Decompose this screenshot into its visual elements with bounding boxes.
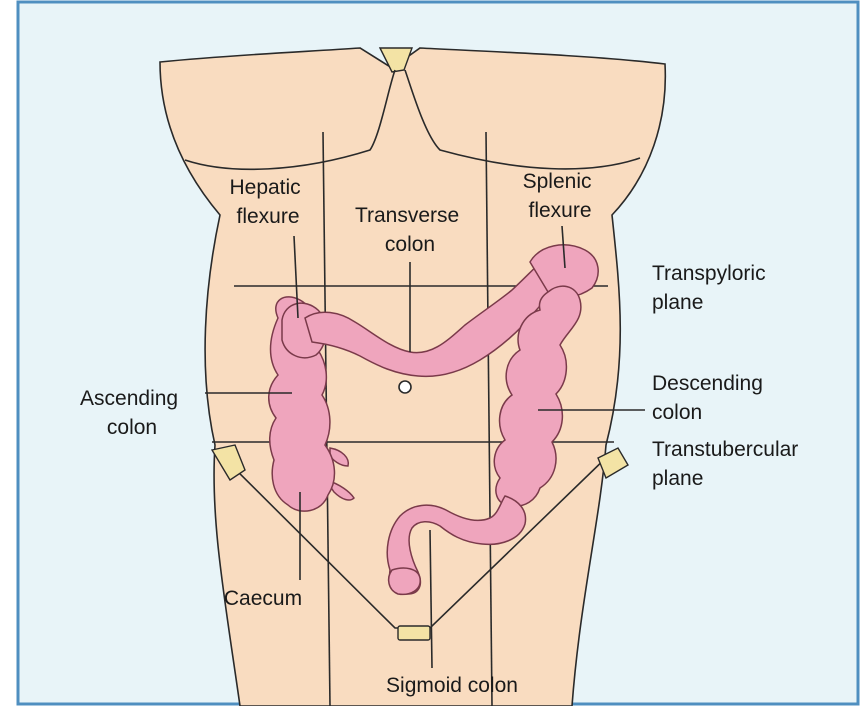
umbilicus [399, 381, 411, 393]
pubic-symphysis [398, 626, 430, 640]
rectal-stump [389, 568, 421, 594]
label-sigmoid-colon: Sigmoid colon [386, 674, 518, 697]
label-caecum: Caecum [224, 587, 302, 610]
